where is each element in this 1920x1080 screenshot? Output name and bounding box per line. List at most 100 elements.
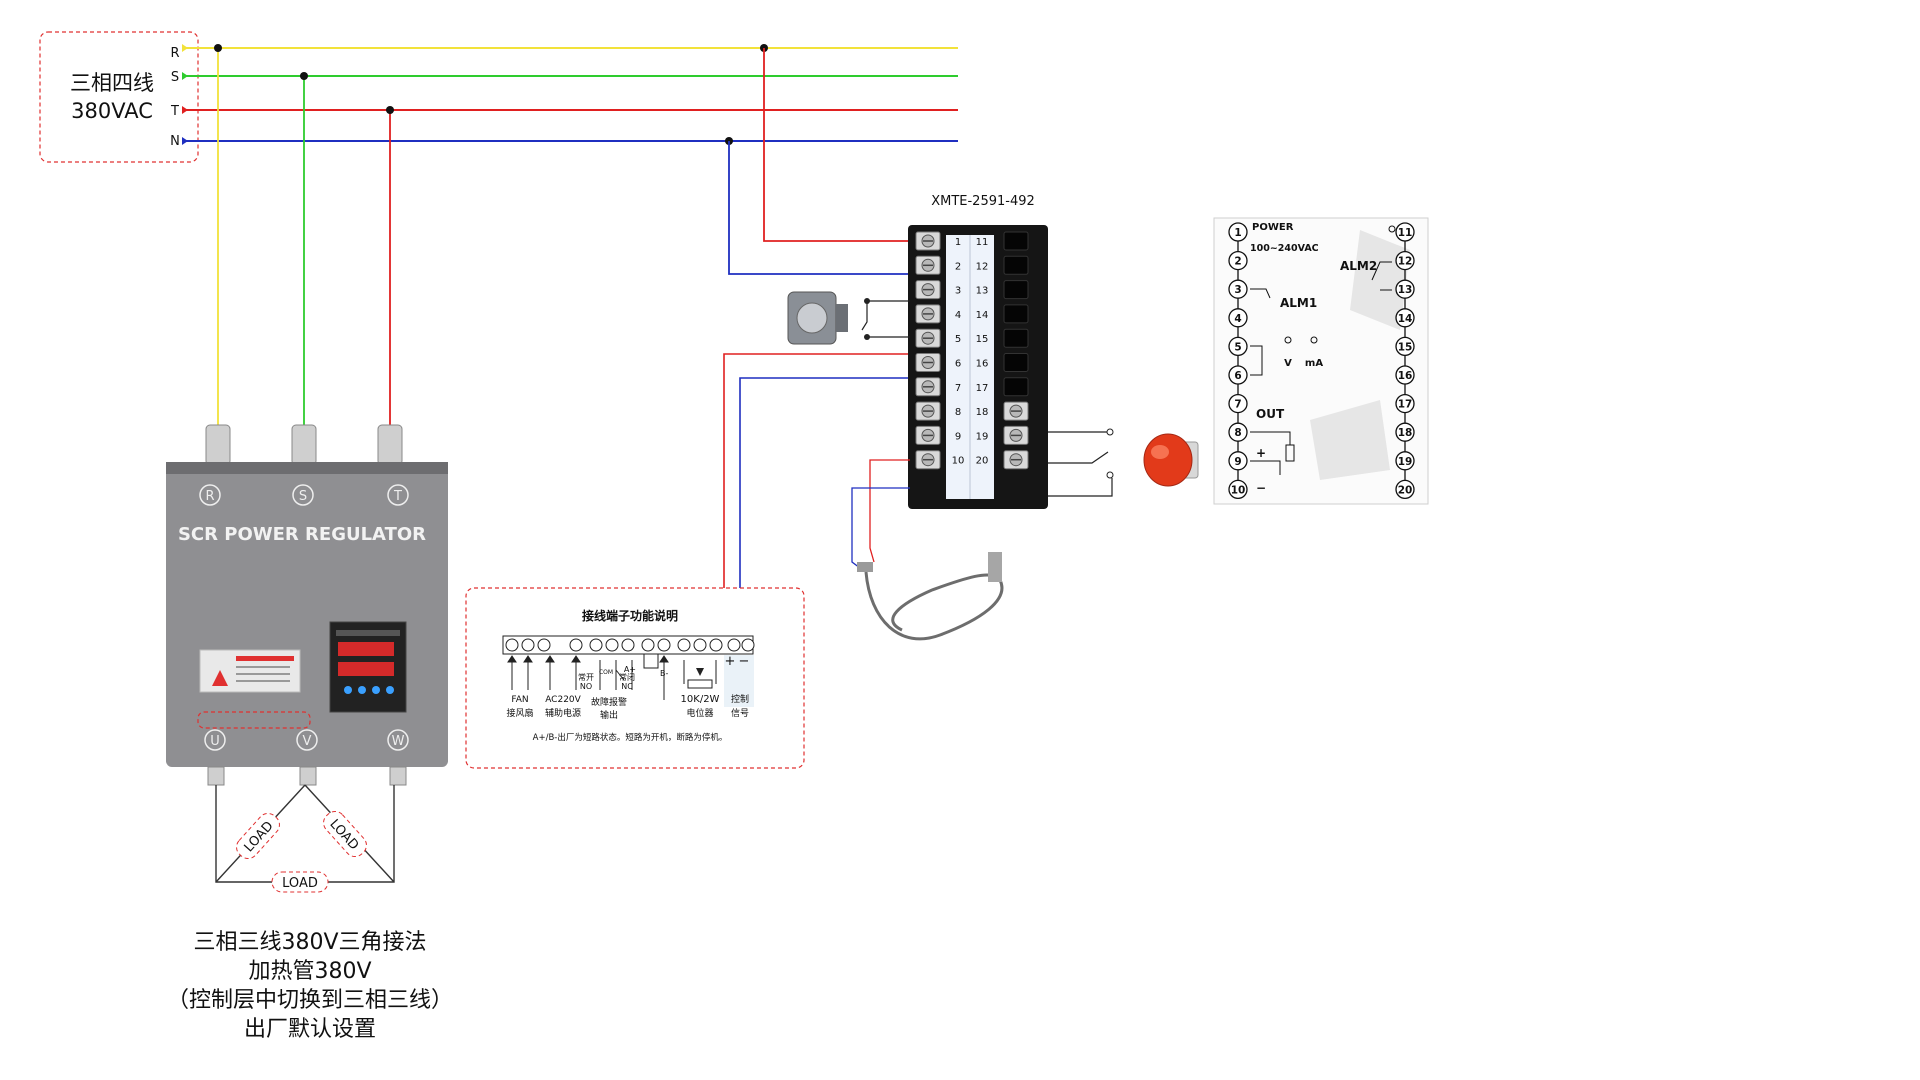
pinout-pin-left: 2 <box>1234 256 1241 268</box>
pinout-pin-left-circle <box>1228 308 1248 328</box>
minus-label: − <box>739 654 750 669</box>
screw-terminal <box>641 638 655 652</box>
controller-pin-number-left: 8 <box>955 407 961 418</box>
display-button <box>344 686 352 694</box>
load-label-right: LOAD <box>323 810 367 858</box>
display-button <box>386 686 394 694</box>
pinout-pin-left-circle <box>1228 336 1248 357</box>
pinout-pin-right: 11 <box>1398 227 1413 239</box>
out-resistor <box>1285 444 1295 462</box>
alm2-terminal-icon <box>1388 225 1396 233</box>
pinout-out-label: OUT <box>1256 407 1285 421</box>
push-button-switch <box>861 301 868 331</box>
screw-terminal <box>605 638 619 652</box>
input-terminal-t: T <box>393 489 402 504</box>
regulator-top-edge <box>166 462 448 474</box>
line-label-r: R <box>170 46 179 61</box>
terminal-ring <box>387 484 409 506</box>
pinout-pin-left: 1 <box>1234 227 1241 239</box>
supply-box <box>39 31 199 163</box>
thermocouple-probe <box>988 552 1002 582</box>
pinout-pin-left-circle <box>1228 365 1248 385</box>
controller-feed-n <box>728 141 910 275</box>
arrow-n <box>182 137 188 145</box>
terminal-highlight <box>197 711 311 729</box>
arrow-r <box>182 44 188 52</box>
no-label: 常开 <box>578 673 594 682</box>
pinout-pin-right-circle <box>1395 250 1415 271</box>
load-highlight <box>236 812 280 860</box>
arrow-head <box>545 655 555 663</box>
controller-pin-number-right: 17 <box>976 383 989 394</box>
pinout-minus: − <box>1256 481 1266 495</box>
pinout-alm1-label: ALM1 <box>1280 296 1317 310</box>
pinout-pin-left: 8 <box>1234 427 1241 439</box>
supply-title-line1: 三相四线 <box>70 71 154 95</box>
controller-right-terminal <box>1003 280 1029 300</box>
pinout-pin-left: 9 <box>1234 456 1241 468</box>
ma-terminal-icon <box>1310 336 1318 344</box>
controller-pin-number-right: 20 <box>976 456 989 467</box>
load-wire <box>215 785 395 883</box>
alarm-contact <box>1106 471 1114 479</box>
thermocouple-lead-minus <box>851 487 910 569</box>
terminal-box-title: 接线端子功能说明 <box>582 608 678 623</box>
pinout-pin-right-circle <box>1395 451 1415 471</box>
pinout-v-label: V <box>1284 358 1292 369</box>
fault-desc-2: 输出 <box>600 709 618 721</box>
pinout-pin-left: 4 <box>1234 313 1241 325</box>
pinout-pin-right: 12 <box>1398 256 1413 268</box>
screw-terminal <box>537 638 551 652</box>
controller-pin-number-right: 14 <box>976 310 989 321</box>
controller-right-terminal <box>1003 377 1029 397</box>
warning-text-line <box>236 673 290 675</box>
pinout-pin-right-circle <box>1395 365 1415 385</box>
display-readout-2 <box>338 662 394 676</box>
out-wire <box>1250 431 1291 445</box>
display-button <box>358 686 366 694</box>
pinout-power-range: 100~240VAC <box>1250 243 1319 254</box>
fault-desc-1: 故障报警 <box>591 696 627 708</box>
controller-pin-number-right: 18 <box>976 407 989 418</box>
controller-pin-number-left: 4 <box>955 310 961 321</box>
control-signal-highlight <box>724 655 754 707</box>
line-label-s: S <box>171 70 179 85</box>
pinout-pin-right: 13 <box>1398 284 1413 296</box>
input-terminal-s: S <box>299 489 307 504</box>
pinout-pin-right-circle <box>1395 422 1415 442</box>
pinout-pin-left: 5 <box>1234 341 1241 353</box>
screw-terminal <box>505 638 519 652</box>
controller-right-terminal <box>1003 304 1029 324</box>
screw-terminal <box>589 638 603 652</box>
thermocouple-lead-plus <box>869 459 910 563</box>
input-lug-s <box>291 424 317 466</box>
terminal-ring <box>199 484 221 506</box>
caption: 三相三线380V三角接法 加热管380V （控制层中切换到三相三线） 出厂默认设… <box>120 928 500 1044</box>
output-lug-v <box>299 766 317 786</box>
pinout-alm2-label: ALM2 <box>1340 259 1377 273</box>
controller-pin-number-left: 2 <box>955 261 961 272</box>
thermocouple-cable <box>864 571 1004 641</box>
junction-dot <box>214 44 222 52</box>
controller-pinout-diagram: POWER 100~240VAC ALM1 ALM2 OUT V mA + − … <box>1213 217 1429 505</box>
screw-terminal <box>677 638 691 652</box>
screw-terminal <box>621 638 635 652</box>
potentiometer-wiper <box>696 668 704 676</box>
pinout-pin-right-circle <box>1395 308 1415 328</box>
screw-terminal <box>709 638 723 652</box>
load-label-left: LOAD <box>236 812 280 860</box>
terminal-ring <box>204 729 226 751</box>
thermocouple-connector <box>857 562 873 572</box>
output-lug-u <box>207 766 225 786</box>
pinout-pin-left: 7 <box>1234 399 1241 411</box>
pinout-pin-right-circle <box>1395 336 1415 357</box>
controller-model: XMTE-2591-492 <box>931 194 1035 209</box>
push-button-device <box>787 291 848 345</box>
pinout-pin-left-circle <box>1228 479 1248 500</box>
load-highlight <box>271 871 329 893</box>
supply-title-line2: 380VAC <box>71 99 153 123</box>
regulator-body <box>166 462 448 767</box>
delta-load <box>215 784 395 883</box>
pinout-pin-right: 15 <box>1398 341 1413 353</box>
junction-dot <box>300 72 308 80</box>
